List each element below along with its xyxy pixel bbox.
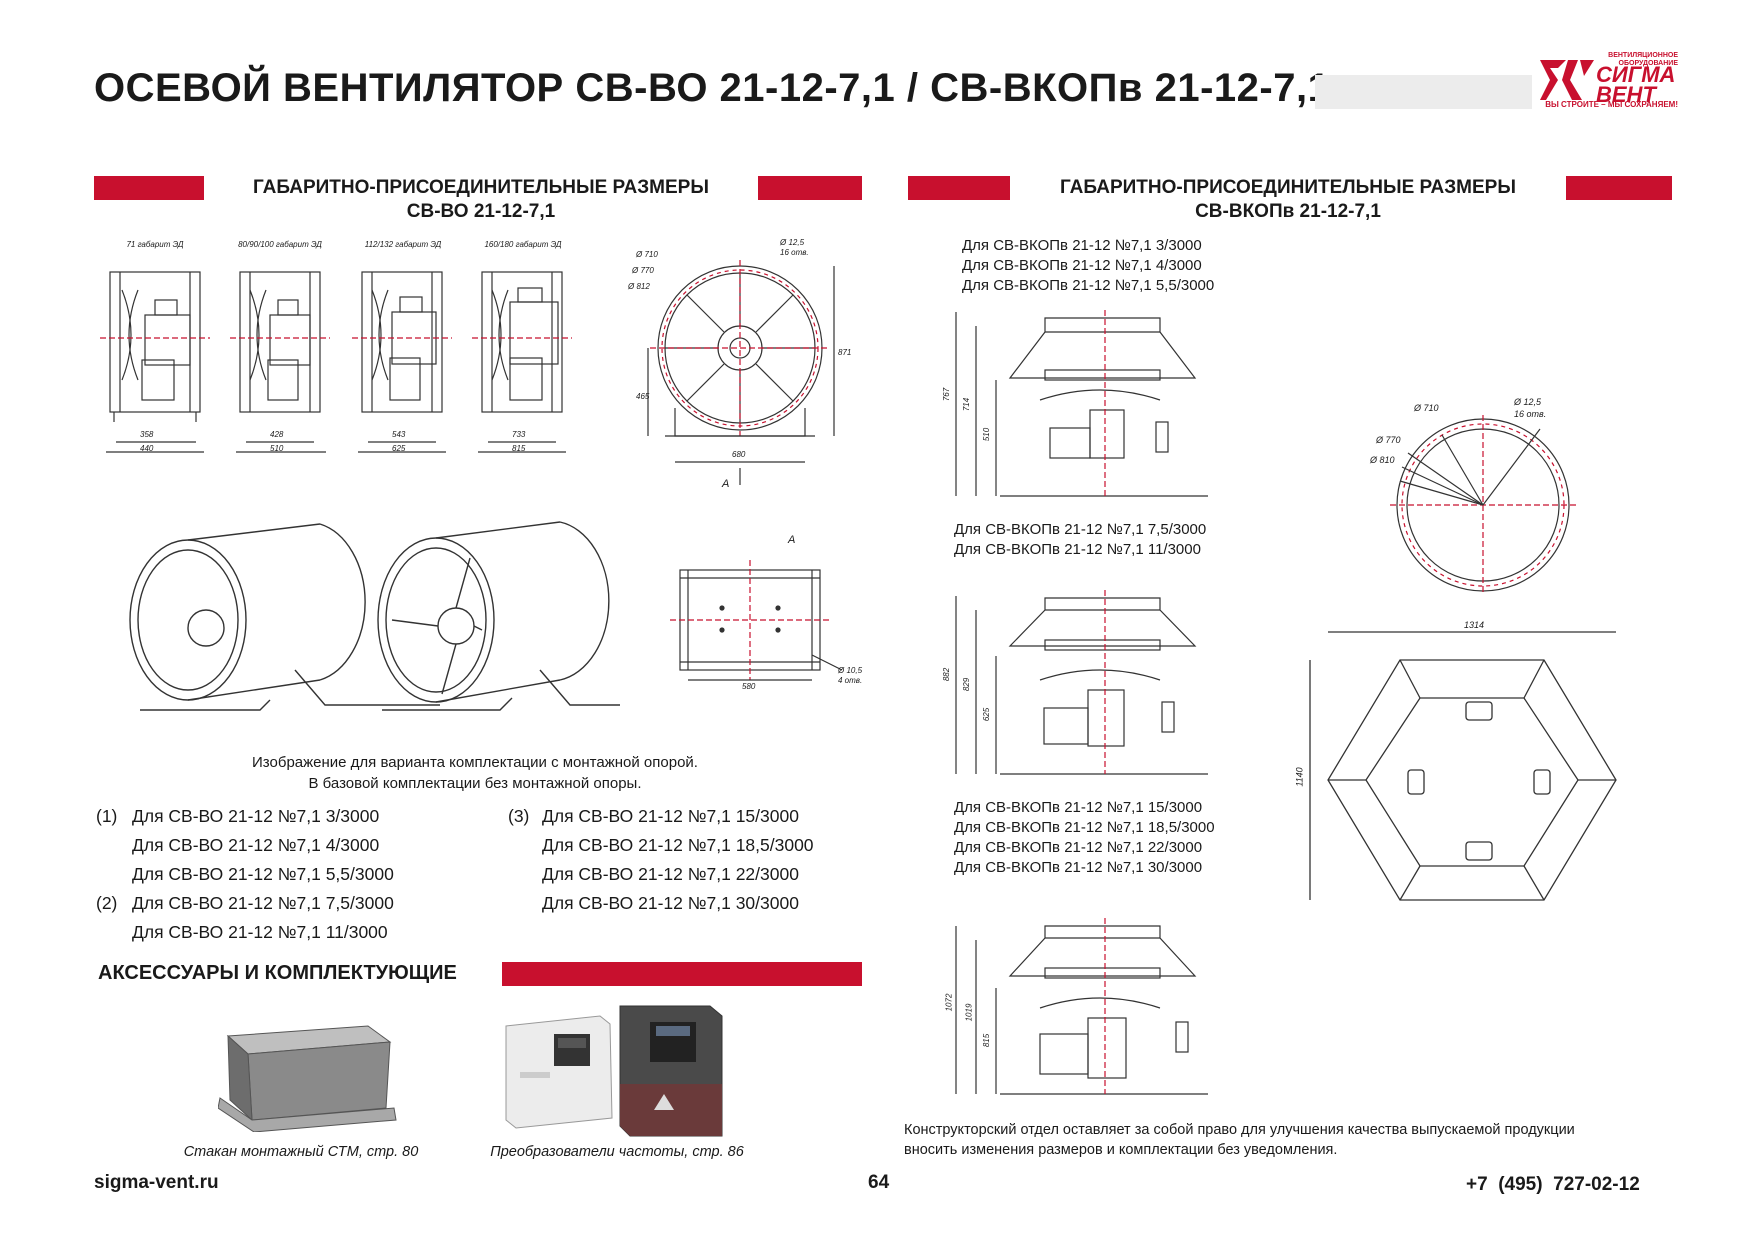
roof-fan-3-drawing	[955, 918, 1208, 1095]
stm-image	[217, 1020, 400, 1133]
section-title-right: ГАБАРИТНО-ПРИСОЕДИНИТЕЛЬНЫЕ РАЗМЕРЫ СВ-В…	[1060, 177, 1516, 222]
flange-view: Ø 710 Ø 770 Ø 810 Ø 12,5 16 отв.	[1360, 395, 1600, 595]
mounting-note: Изображение для варианта комплектации с …	[252, 754, 698, 792]
dim-hole-count-4: 4 отв.	[838, 676, 863, 685]
section-bar-left-1	[94, 176, 204, 200]
dim3-1072: 1072	[944, 993, 954, 1012]
stm-drawing	[217, 1025, 397, 1133]
dim3-815: 815	[982, 1033, 992, 1048]
view-a: A 580 Ø 10,5 4 отв.	[670, 530, 870, 700]
acc-caption-2: Преобразователи частоты, стр. 86	[490, 1144, 744, 1160]
dim-w680: 680	[732, 450, 746, 459]
footer-phone[interactable]: +7 (495) 727-02-12	[1466, 1174, 1640, 1195]
gabarit-label-3: 112/132 габарит ЭД	[364, 240, 442, 249]
dim2-829: 829	[962, 677, 972, 692]
dim-inner-1: 358	[140, 430, 154, 439]
hex-drawing	[1309, 631, 1617, 901]
dim-holes: Ø 12,5	[780, 238, 805, 247]
list-col-2: (3)Для СВ-ВО 21-12 №7,1 15/3000 Для СВ-В…	[508, 806, 848, 922]
footer-site[interactable]: sigma-vent.ru	[94, 1172, 219, 1193]
list-col-1: (1)Для СВ-ВО 21-12 №7,1 3/3000 Для СВ-ВО…	[96, 806, 476, 951]
disclaimer: Конструкторский отдел оставляет за собой…	[904, 1122, 1575, 1158]
front-view: Ø 710 Ø 770 Ø 812 Ø 12,5 16 отв. 465 871…	[628, 238, 870, 500]
roof-fan-2: 882 829 625	[940, 590, 1230, 780]
side-views-drawing	[100, 271, 572, 453]
dim3-1019: 1019	[964, 1003, 974, 1022]
gabarit-label-1: 71 габарит ЭД	[126, 240, 184, 249]
list-item: Для СВ-ВО 21-12 №7,1 4/3000	[132, 835, 380, 855]
section-title-left: ГАБАРИТНО-ПРИСОЕДИНИТЕЛЬНЫЕ РАЗМЕРЫ СВ-В…	[253, 177, 709, 222]
accessories-bar	[502, 962, 862, 986]
fan-3d-drawing	[129, 521, 675, 711]
list-item: Для СВ-ВО 21-12 №7,1 18,5/3000	[542, 835, 814, 855]
section-bar-right-1	[908, 176, 1010, 200]
flange-d810: Ø 810	[1370, 455, 1395, 465]
view-a-drawing	[670, 560, 843, 681]
list-item: (1)Для СВ-ВО 21-12 №7,1 3/3000	[96, 806, 380, 826]
side-views: 71 габарит ЭД 80/90/100 габарит ЭД 112/1…	[100, 240, 660, 470]
logo-top-text: ВЕНТИЛЯЦИОННОЕ ОБОРУДОВАНИЕ	[1608, 52, 1678, 67]
page-number: 64	[868, 1172, 890, 1193]
dim-outer-4: 815	[512, 444, 526, 453]
roof-fan-1: 767 714 510	[940, 310, 1230, 500]
dim-d812: Ø 812	[628, 282, 650, 291]
list-item: (2)Для СВ-ВО 21-12 №7,1 7,5/3000	[96, 893, 394, 913]
dim-h465: 465	[636, 392, 650, 401]
roof-fan-3: 1072 1019 815	[940, 918, 1230, 1098]
logo-mark-icon	[1540, 60, 1594, 100]
dim2-625: 625	[982, 707, 992, 722]
dim1-767: 767	[942, 387, 952, 402]
dim-holes-count: 16 отв.	[780, 248, 809, 257]
dim-h871: 871	[838, 348, 852, 357]
dim-hole-105: Ø 10,5	[838, 666, 863, 675]
roof-fan-1-drawing	[955, 310, 1208, 497]
dim-w580: 580	[742, 682, 756, 691]
hex-h1140: 1140	[1294, 767, 1305, 787]
flange-drawing	[1390, 415, 1576, 595]
hex-w1314: 1314	[1464, 620, 1485, 630]
dim-inner-2: 428	[270, 430, 284, 439]
dim-outer-1: 440	[140, 444, 154, 453]
list-item: Для СВ-ВО 21-12 №7,1 30/3000	[542, 893, 799, 913]
flange-d770: Ø 770	[1376, 435, 1401, 445]
dim1-510: 510	[982, 427, 992, 442]
dim-inner-4: 733	[512, 430, 526, 439]
hex-top-view: 1314 1140	[1290, 620, 1640, 920]
list-item: (3)Для СВ-ВО 21-12 №7,1 15/3000	[508, 806, 799, 826]
accessories-title: АКСЕССУАРЫ И КОМПЛЕКТУЮЩИЕ	[98, 962, 457, 984]
flange-holes-count: 16 отв.	[1514, 409, 1547, 419]
vfd-drawing	[505, 1005, 723, 1137]
dim-d710: Ø 710	[636, 250, 658, 259]
dim-outer-3: 625	[392, 444, 406, 453]
view-a-label: A	[788, 534, 796, 546]
view-label-a: A	[722, 478, 730, 490]
section-bar-right-2	[1566, 176, 1672, 200]
dim1-714: 714	[962, 397, 972, 412]
page-title: ОСЕВОЙ ВЕНТИЛЯТОР СВ-ВО 21-12-7,1 / СВ-В…	[94, 66, 1331, 110]
dim-inner-3: 543	[392, 430, 406, 439]
roof-fan-2-drawing	[955, 590, 1208, 775]
flange-holes: Ø 12,5	[1514, 397, 1542, 407]
dim-outer-2: 510	[270, 444, 284, 453]
flange-d710: Ø 710	[1414, 403, 1439, 413]
list-item: Для СВ-ВО 21-12 №7,1 5,5/3000	[132, 864, 394, 884]
acc-caption-1: Стакан монтажный СТМ, стр. 80	[183, 1144, 419, 1160]
front-view-drawing	[647, 260, 835, 485]
gabarit-label-4: 160/180 габарит ЭД	[484, 240, 562, 249]
dim-d770: Ø 770	[632, 266, 654, 275]
title-bar-decoration	[1315, 75, 1532, 109]
vfd-image	[500, 1004, 732, 1138]
section-bar-left-2	[758, 176, 862, 200]
fan-3d-images	[120, 510, 675, 730]
list-item: Для СВ-ВО 21-12 №7,1 11/3000	[132, 922, 388, 942]
list-item: Для СВ-ВО 21-12 №7,1 22/3000	[542, 864, 799, 884]
gabarit-label-2: 80/90/100 габарит ЭД	[238, 240, 322, 249]
dim2-882: 882	[942, 667, 952, 682]
logo-slogan: ВЫ СТРОИТЕ – МЫ СОХРАНЯЕМ!	[1545, 100, 1678, 109]
